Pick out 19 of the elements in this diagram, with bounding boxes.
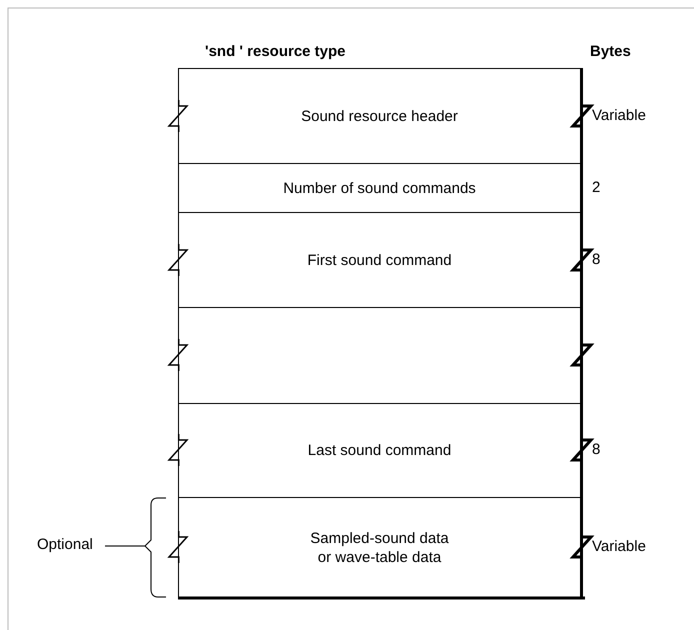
memory-segment: [178, 163, 583, 212]
empty-segment: [178, 307, 583, 403]
segment-label: Sound resource header: [301, 106, 458, 126]
segment-label: Last sound command: [308, 441, 452, 460]
memory-segment: [178, 68, 583, 163]
segment-label: Sampled-sound data or wave-table data: [309, 528, 450, 566]
bracket-label: Optional: [37, 536, 93, 553]
segment-label: Number of sound commands: [283, 178, 476, 198]
memory-segment: [178, 497, 583, 597]
segment-label: First sound command: [307, 250, 452, 270]
memory-segment: [178, 212, 583, 307]
byte-size: 2: [592, 178, 600, 196]
heading: 'snd ' resource type: [205, 43, 346, 60]
byte-size: Variable: [592, 538, 646, 555]
column-heading: Bytes: [590, 43, 631, 60]
memory-segment: [178, 403, 583, 497]
byte-size: 8: [592, 441, 600, 458]
byte-size: Variable: [592, 106, 646, 124]
byte-size: 8: [592, 250, 600, 268]
